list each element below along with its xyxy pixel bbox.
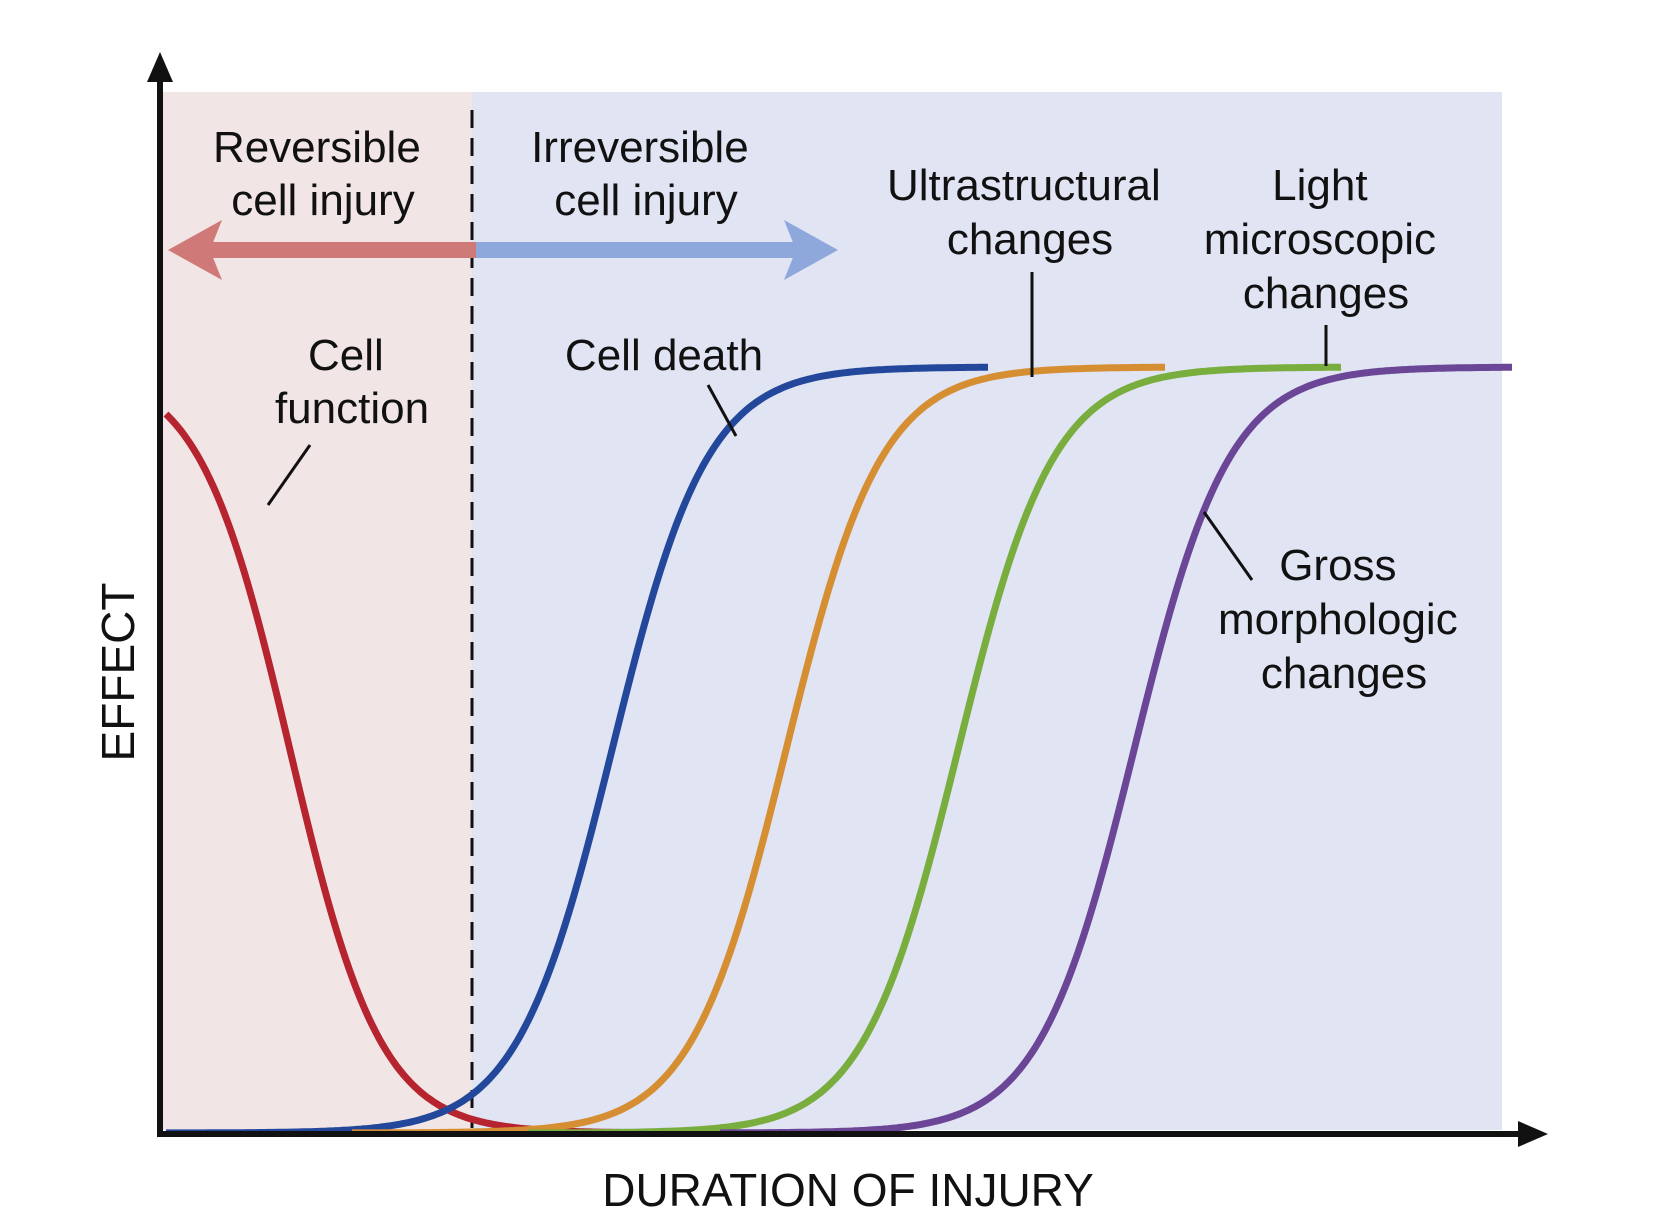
x-axis-arrow-icon — [1518, 1121, 1548, 1147]
irreversible-arrow-head — [784, 220, 838, 280]
reversible-arrow-head — [168, 220, 222, 280]
cell-function-label: Cell function — [275, 331, 429, 433]
irreversible-region — [472, 92, 1502, 1130]
gross-morphologic-leader — [1202, 511, 1254, 581]
gross-morphologic-label: Gross morphologic changes — [1218, 541, 1470, 698]
cell-death-label: Cell death — [565, 331, 763, 380]
irreversible-label: Irreversible cell injury — [531, 123, 761, 225]
y-axis-arrow-icon — [147, 52, 173, 82]
reversible-label: Reversible cell injury — [213, 123, 433, 225]
x-axis-label: DURATION OF INJURY — [602, 1164, 1094, 1216]
ultrastructural-label: Ultrastructural changes — [887, 161, 1173, 264]
cell-function-leader — [266, 444, 312, 506]
y-axis-label: EFFECT — [92, 583, 144, 762]
light-microscopic-label: Light microscopic changes — [1204, 161, 1449, 318]
cell-death-leader — [706, 384, 738, 437]
